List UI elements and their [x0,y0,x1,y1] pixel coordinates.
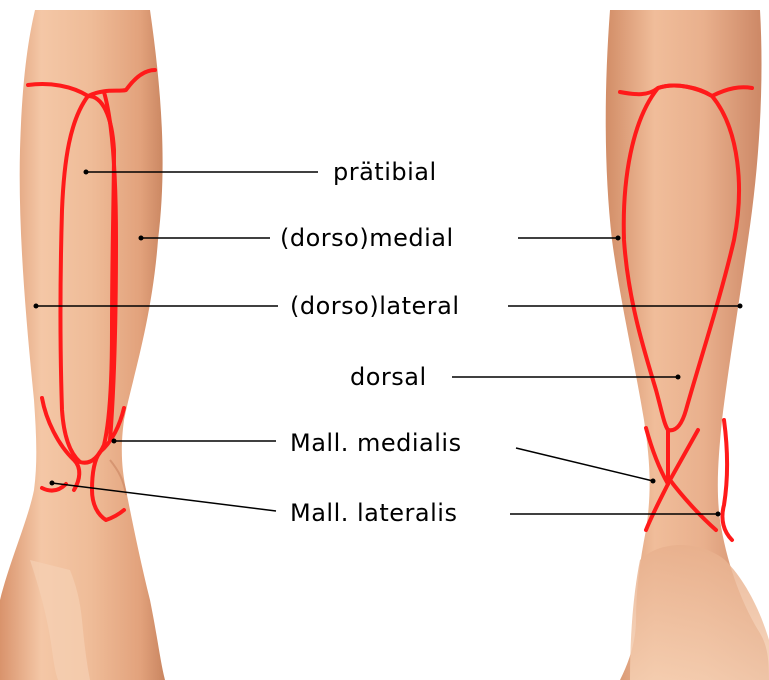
dot-dorsal [676,375,681,380]
right-malleolus-right-curve [722,420,732,540]
left-leg-illustration [0,10,165,680]
label-dorso-lateral: (dorso)lateral [290,292,460,320]
leader-mall-medialis-right [516,448,653,481]
dot-dorso-lateral-left [34,304,39,309]
label-mall-medialis: Mall. medialis [290,429,462,457]
label-mall-lateralis: Mall. lateralis [290,499,457,527]
dot-dorso-medial-left [139,236,144,241]
dot-dorso-lateral-right [738,304,743,309]
dot-dorso-medial-right [616,236,621,241]
dot-mall-medialis-right [651,479,656,484]
labels: prätibial (dorso)medial (dorso)lateral d… [280,158,462,527]
dot-mall-lateralis-left [50,481,55,486]
right-leg-illustration [606,10,769,680]
label-praetibial: prätibial [333,158,437,186]
label-dorso-medial: (dorso)medial [280,224,454,252]
label-dorsal: dorsal [350,363,427,391]
dot-praetibial [84,170,89,175]
dot-mall-lateralis-right [716,512,721,517]
dot-mall-medialis-left [112,439,117,444]
